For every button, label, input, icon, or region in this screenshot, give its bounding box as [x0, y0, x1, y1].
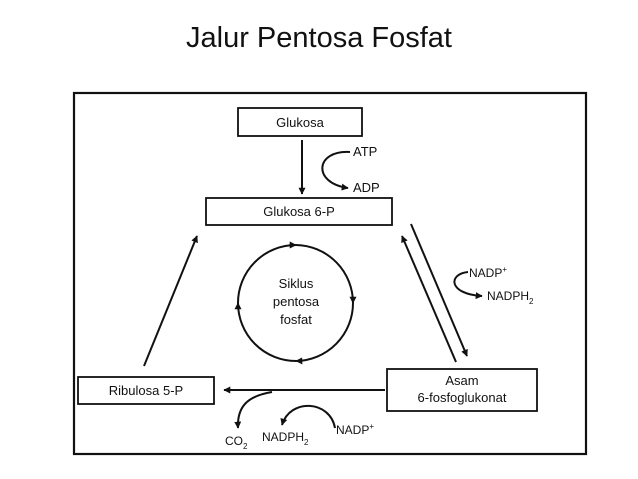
- cycle-label-line1: Siklus: [279, 276, 314, 291]
- label-adp: ADP: [353, 180, 380, 195]
- cycle-label-line3: fosfat: [280, 312, 312, 327]
- label-co2: CO2: [225, 434, 248, 451]
- node-asam-6-fosfoglukonat: Asam 6-fosfoglukonat: [386, 368, 538, 412]
- node-glukosa-label: Glukosa: [276, 115, 324, 130]
- diagram-frame: [72, 91, 588, 456]
- node-asam-line2: 6-fosfoglukonat: [418, 390, 507, 405]
- cycle-arc-top: [237, 241, 297, 304]
- label-nadp-bottom: NADP+: [336, 422, 374, 437]
- cycle-arc-bottom: [295, 302, 354, 365]
- arrow-co2-release: [234, 391, 273, 429]
- label-nadp-right: NADP+: [469, 265, 507, 280]
- node-ribulosa-5p: Ribulosa 5-P: [77, 376, 215, 405]
- cycle-label-line2: pentosa: [273, 294, 320, 309]
- node-ribulosa-5p-label: Ribulosa 5-P: [109, 383, 183, 398]
- label-nadph-bottom: NADPH2: [262, 430, 309, 447]
- node-glukosa-6p-label: Glukosa 6-P: [263, 204, 335, 219]
- node-asam-line1: Asam: [445, 373, 478, 388]
- arrow-nadp-to-nadph-right: [453, 271, 483, 300]
- slide-title: Jalur Pentosa Fosfat: [186, 22, 452, 54]
- label-nadph-right: NADPH2: [487, 289, 534, 306]
- pentose-cycle: Siklus pentosa fosfat: [234, 241, 357, 365]
- node-glukosa: Glukosa: [237, 107, 363, 137]
- arrow-ribulosa-to-g6p: [143, 235, 198, 367]
- cycle-arc-left: [234, 302, 297, 362]
- arrow-asam-to-g6p: [401, 235, 457, 363]
- arrow-nadp-to-nadph-bottom: [280, 404, 336, 429]
- node-glukosa-6p: Glukosa 6-P: [205, 197, 393, 226]
- cycle-arc-right: [295, 244, 357, 304]
- arrow-atp-to-adp: [321, 150, 351, 191]
- arrow-g6p-to-asam: [410, 223, 468, 357]
- label-atp: ATP: [353, 144, 377, 159]
